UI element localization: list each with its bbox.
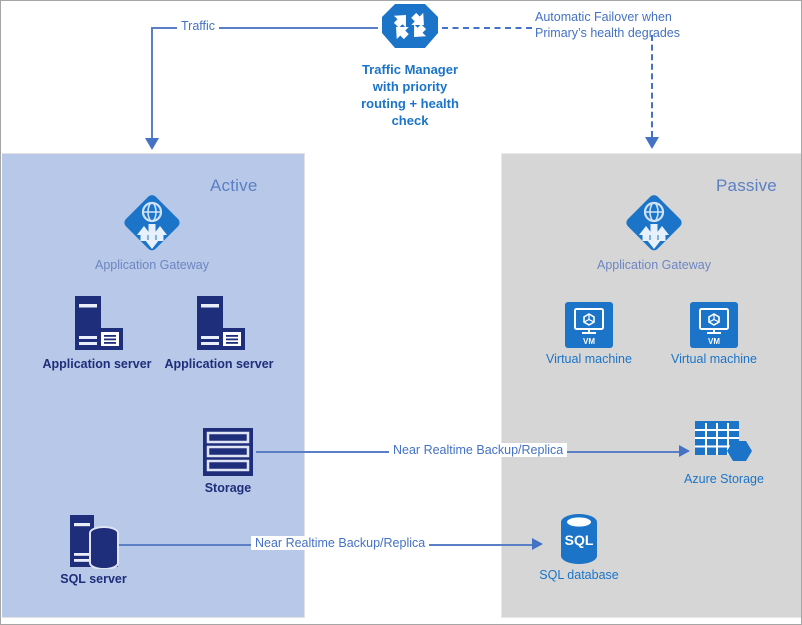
application-server-1-label: Application server: [42, 357, 152, 371]
traffic-connector-arrowhead: [145, 138, 159, 150]
virtual-machine-icon: VM: [565, 302, 613, 348]
application-server-icon: [75, 296, 123, 350]
application-server-icon: [197, 296, 245, 350]
passive-application-gateway-node[interactable]: Application Gateway: [589, 191, 719, 273]
active-application-gateway-label: Application Gateway: [95, 258, 209, 272]
application-gateway-icon: [124, 195, 180, 251]
traffic-manager-icon: [382, 4, 438, 48]
traffic-edge-label: Traffic: [177, 19, 220, 33]
failover-connector-horizontal: [442, 27, 532, 29]
azure-storage-icon: [695, 421, 752, 461]
active-application-gateway-node[interactable]: Application Gateway: [87, 191, 217, 273]
virtual-machine-1-node[interactable]: VM Virtual machine: [529, 301, 649, 367]
virtual-machine-2-label: Virtual machine: [671, 352, 757, 366]
storage-node[interactable]: Storage: [168, 426, 288, 496]
application-gateway-icon: [626, 195, 682, 251]
traffic-manager-node[interactable]: [379, 3, 441, 55]
azure-storage-node[interactable]: Azure Storage: [664, 419, 784, 487]
sql-server-icon: [69, 515, 119, 569]
application-server-2-label: Application server: [164, 357, 274, 371]
sql-server-label: SQL server: [60, 572, 127, 586]
tm-caption-line-2: with priority: [372, 79, 448, 94]
storage-replica-arrowhead: [679, 445, 690, 457]
traffic-connector-horizontal: [152, 27, 378, 29]
tm-caption-line-4: check: [391, 113, 429, 128]
traffic-manager-caption: Traffic Manager with priority routing + …: [331, 61, 489, 129]
sql-database-label: SQL database: [539, 568, 619, 582]
sql-database-node[interactable]: SQL SQL database: [519, 513, 639, 583]
failover-note-line-2: Primary’s health degrades: [535, 26, 680, 40]
sql-replica-arrowhead: [532, 538, 543, 550]
failover-connector-arrowhead: [645, 137, 659, 149]
sql-badge-text: SQL: [565, 532, 594, 548]
azure-storage-label: Azure Storage: [684, 472, 764, 486]
storage-replica-label: Near Realtime Backup/Replica: [389, 443, 568, 457]
sql-database-icon: SQL: [561, 514, 597, 564]
virtual-machine-1-label: Virtual machine: [546, 352, 632, 366]
vm-badge-text: VM: [583, 337, 595, 346]
application-server-2-node[interactable]: Application server: [159, 294, 279, 372]
tm-caption-line-3: routing + health: [361, 96, 459, 111]
application-server-1-node[interactable]: Application server: [37, 294, 157, 372]
passive-application-gateway-label: Application Gateway: [597, 258, 711, 272]
failover-note: Automatic Failover when Primary’s health…: [535, 9, 680, 41]
tm-caption-line-1: Traffic Manager: [361, 62, 459, 77]
failover-connector-vertical: [651, 35, 653, 137]
vm-badge-text: VM: [708, 337, 720, 346]
storage-label: Storage: [204, 481, 252, 495]
storage-icon: [203, 428, 253, 476]
active-zone-title: Active: [210, 176, 258, 195]
sql-replica-label: Near Realtime Backup/Replica: [251, 536, 430, 550]
sql-server-node[interactable]: SQL server: [36, 513, 151, 587]
virtual-machine-icon: VM: [690, 302, 738, 348]
virtual-machine-2-node[interactable]: VM Virtual machine: [654, 301, 774, 367]
failover-note-line-1: Automatic Failover when: [535, 10, 672, 24]
traffic-connector-vertical: [151, 27, 153, 139]
passive-zone-title: Passive: [716, 176, 777, 195]
